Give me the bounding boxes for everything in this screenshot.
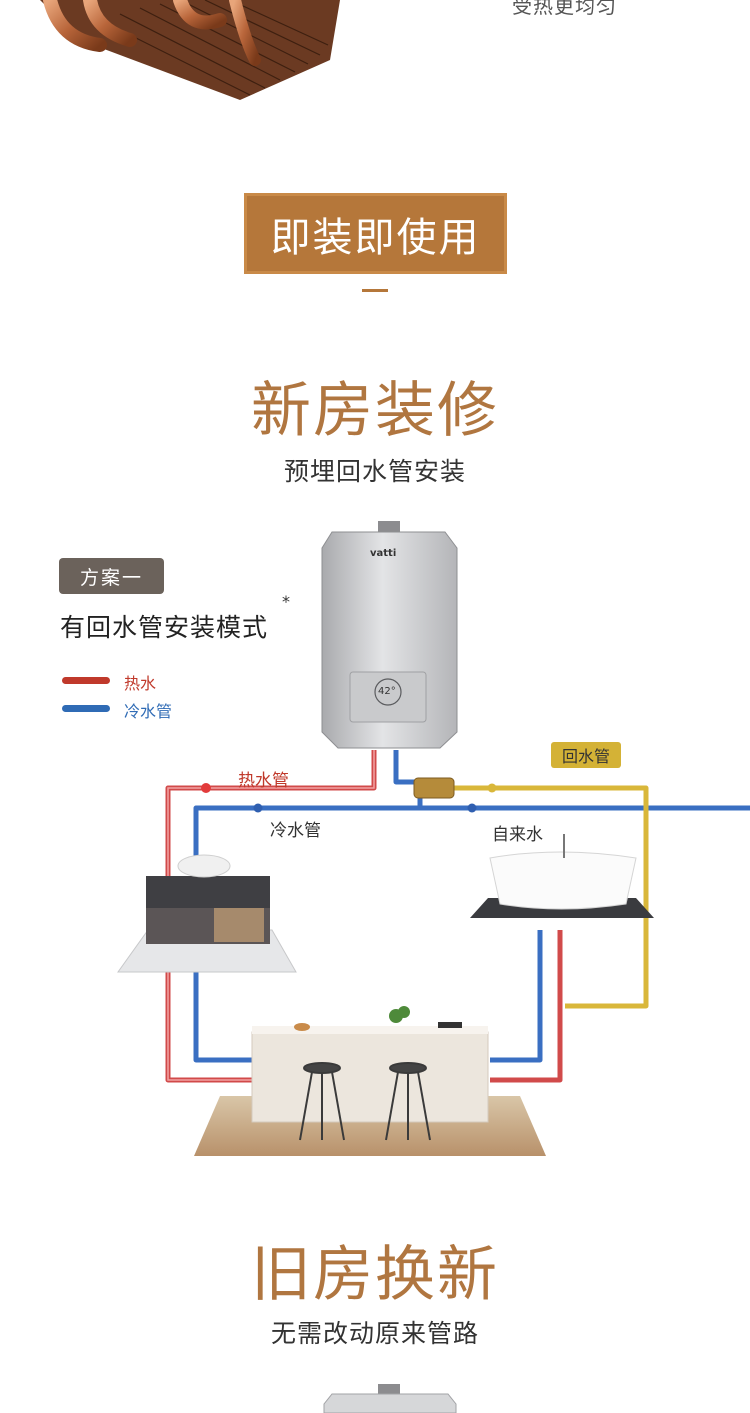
banner-label: 即装即使用 [270,214,481,261]
legend-hot-line [62,677,110,684]
heater-display-temp: 42° [378,686,396,697]
hot-pipe-label: 热水管 [238,771,289,791]
return-water-pipe [440,785,649,1009]
bathtub [489,851,637,910]
section-old-title: 旧房换新 [251,1240,499,1310]
cold-pipe-marker [253,803,263,813]
legend-cold-label: 冷水管 [124,702,173,721]
top-caption: 受热更均匀 [512,0,617,18]
vanity-basin [177,854,231,878]
section-old-subtitle: 无需改动原来管路 [270,1319,479,1348]
section-new-subtitle: 预埋回水管安装 [283,457,466,486]
kitchen-island [251,1031,489,1123]
hot-pipe-marker [201,783,211,793]
water-heater-peek [323,1384,457,1413]
legend-hot-label: 热水 [124,674,157,693]
legend-cold-line [62,705,110,712]
bar-stool-right [385,1062,431,1141]
kitchen-plant [389,1006,410,1023]
return-pump [413,777,455,799]
tap-water-label: 自来水 [492,825,543,845]
heater-control-panel [349,671,427,723]
heater-brand: vatti [370,548,397,559]
plan-mode: 有回水管安装模式 [60,613,269,642]
heater-display-ring [374,678,402,706]
return-pipe-badge: 回水管 [551,742,621,768]
banner-divider [362,289,388,292]
return-pipe-marker [487,783,497,793]
plan-asterisk: * [282,592,290,611]
install-banner: 即装即使用 [244,193,507,274]
plan-badge: 方案一 [59,558,164,594]
section-new-title: 新房装修 [251,376,499,446]
cold-pipe-label: 冷水管 [270,821,321,841]
installation-diagram [117,521,750,1156]
tap-water-marker [467,803,477,813]
cold-water-pipe [193,750,750,1063]
bar-stool-left [299,1062,345,1141]
copper-heat-exchanger-image [40,0,340,100]
bathroom-vanity [146,876,270,908]
